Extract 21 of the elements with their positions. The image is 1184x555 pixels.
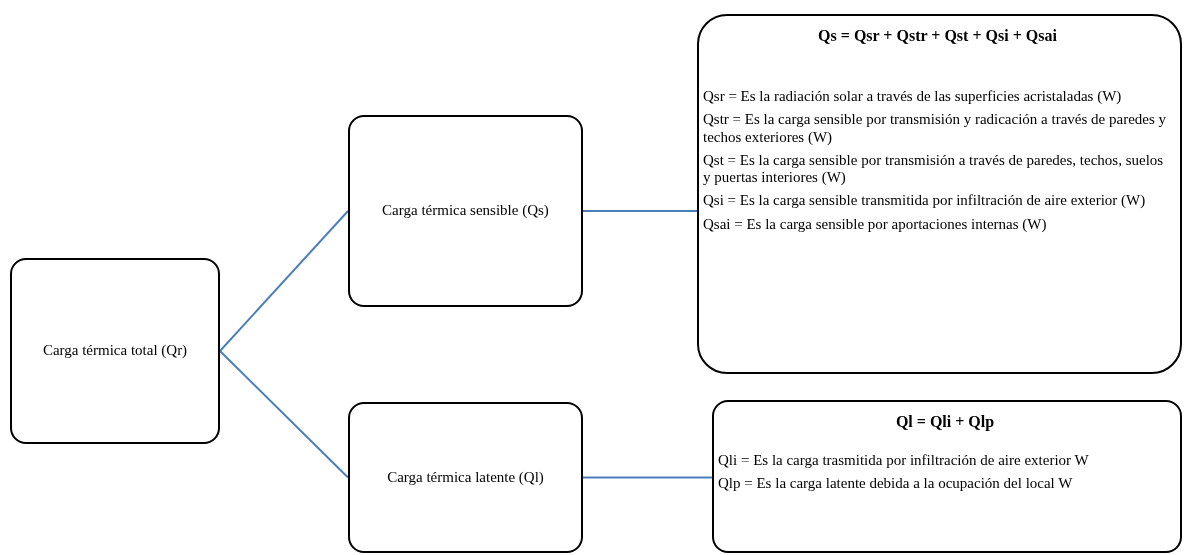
definition-text: Qst = Es la carga sensible por transmisión a través de paredes, techos, suelos y puertas interiores (W) bbox=[703, 151, 1165, 187]
definition-text: Qli = Es la carga trasmitida por infiltración de aire exterior W bbox=[718, 452, 1090, 470]
formula-box bbox=[712, 400, 1182, 553]
connector-line bbox=[582, 210, 698, 212]
formula-heading: Qs = Qsr + Qstr + Qst + Qsi + Qsai bbox=[817, 26, 1058, 46]
definition-text: Qlp = Es la carga latente debida a la ocupación del local W bbox=[718, 475, 1074, 493]
box-label: Carga térmica latente (Ql) bbox=[387, 468, 544, 487]
process-box bbox=[10, 258, 220, 444]
formula-box bbox=[697, 14, 1182, 374]
definition-text: Qsai = Es la carga sensible por aportaciones internas (W) bbox=[703, 215, 1048, 233]
box-label: Carga térmica total (Qr) bbox=[42, 342, 188, 360]
definition-text: Qsr = Es la radiación solar a través de las superficies acristaladas (W) bbox=[703, 88, 1123, 106]
formula-heading: Ql = Qli + Qlp bbox=[894, 412, 996, 433]
process-box bbox=[348, 115, 583, 307]
connector-line bbox=[219, 350, 349, 479]
process-box bbox=[348, 402, 583, 553]
box-label: Carga térmica sensible (Qs) bbox=[382, 202, 549, 220]
connector-line bbox=[582, 476, 713, 479]
connector-line bbox=[219, 210, 349, 352]
definition-text: Qsi = Es la carga sensible transmitida por infiltración de aire exterior (W) bbox=[703, 192, 1147, 210]
definition-text: Qstr = Es la carga sensible por transmisión y radicación a través de paredes y techos exteriores (W) bbox=[703, 111, 1168, 146]
